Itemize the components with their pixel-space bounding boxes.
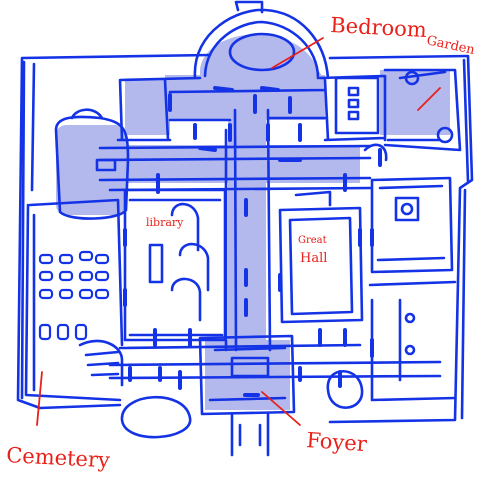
top-right-box: [334, 76, 380, 135]
cemetery-graves: [38, 250, 110, 341]
foyer-entry: [230, 412, 270, 457]
foyer: [198, 334, 296, 416]
label-hall: Hall: [300, 251, 327, 266]
sketch-lines: [16, 0, 474, 457]
cemetery-stair: [78, 339, 124, 387]
top-right-small-2: [347, 98, 360, 109]
annotations: [36, 37, 441, 426]
left-room: [54, 108, 130, 220]
label-foyer: Foyer: [306, 428, 369, 456]
foyer-desk: [230, 356, 270, 378]
label-garden: Garden: [425, 33, 476, 58]
label-library: library: [146, 216, 184, 229]
bedroom-pointer: [271, 37, 324, 69]
top-right-small-1: [347, 86, 360, 97]
library-room: [123, 188, 227, 342]
outer-wall-inner: [30, 62, 467, 420]
cemetery-pointer: [36, 371, 43, 426]
foyer-pointer: [261, 391, 301, 426]
cemetery-wall: [24, 198, 124, 402]
bedroom-bath: [228, 32, 296, 72]
garden-node-2: [436, 126, 454, 144]
label-great: Great: [298, 235, 327, 246]
left-room-door: [95, 158, 117, 172]
right-tower-hole: [400, 202, 414, 216]
bedroom-dome: [193, 0, 330, 80]
label-cemetery: Cemetery: [6, 443, 111, 472]
cross-corridor: [98, 108, 372, 352]
outer-wall: [16, 53, 474, 424]
garden-fill: [380, 70, 450, 135]
bottom-left-rotunda: [120, 395, 192, 439]
garden-node-1: [404, 70, 420, 86]
right-lower-dot-1: [404, 312, 416, 324]
upper-left-room-fill: [125, 80, 170, 135]
garden-block: [383, 68, 462, 152]
right-tower: [363, 143, 454, 274]
label-bedroom: Bedroom: [330, 13, 428, 42]
top-right-small-3: [347, 110, 360, 121]
door-ticks: [123, 86, 382, 397]
right-tower-core: [394, 196, 420, 222]
right-lower-dot-2: [404, 344, 416, 356]
garden-pointer: [417, 87, 441, 111]
shaded-fills: [56, 34, 450, 410]
